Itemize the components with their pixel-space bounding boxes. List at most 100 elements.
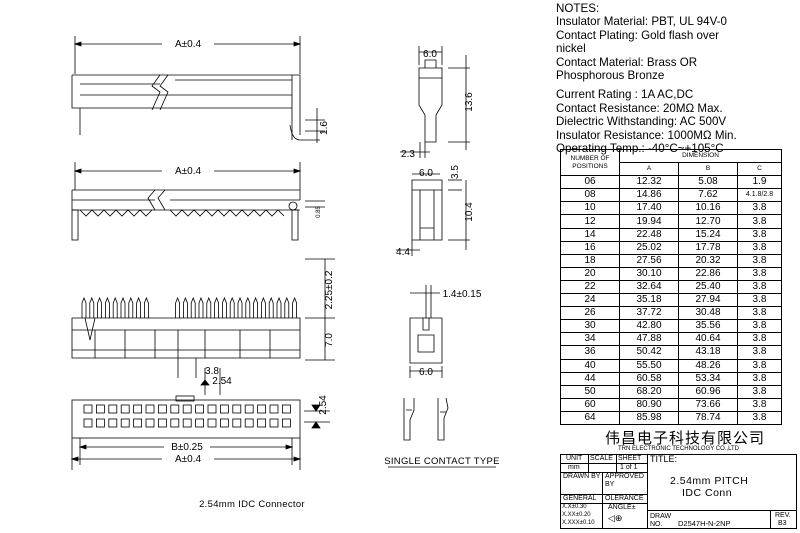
dim-2-54-h: 2.54 xyxy=(212,376,232,387)
table-cell: 44 xyxy=(560,371,620,386)
contact-hole xyxy=(108,404,118,414)
end-view-mid: 6.0 3.5 10.4 4.4 xyxy=(396,165,475,258)
notes-block: NOTES: Insulator Material: PBT, UL 94V-0… xyxy=(556,2,796,155)
dim-4-4: 4.4 xyxy=(396,247,410,258)
header-dimension: DIMENSION xyxy=(619,148,782,164)
dim-a-top: A±0.4 xyxy=(175,39,201,50)
table-cell: 3.8 xyxy=(737,397,782,412)
contact-hole xyxy=(232,418,242,428)
dim-2-25: 2.25±0.2 xyxy=(324,270,335,309)
table-cell: 3.8 xyxy=(737,214,782,229)
table-cell: 48.26 xyxy=(678,358,738,373)
pin xyxy=(144,296,149,318)
technical-drawing: A±0.4 1.6 A±0.4 0.85 2.25±0.2 7.0 xyxy=(70,36,499,510)
pin xyxy=(214,296,219,318)
table-cell: 3.8 xyxy=(737,345,782,360)
table-cell: 68.20 xyxy=(619,384,679,399)
contact-grid xyxy=(83,404,291,428)
table-cell: 60 xyxy=(560,397,620,412)
pin xyxy=(89,296,95,318)
contact-hole xyxy=(96,418,105,428)
side-view-top: A±0.4 1.6 xyxy=(71,36,330,143)
table-cell: 15.24 xyxy=(678,227,738,242)
table-cell: 80.90 xyxy=(619,397,679,412)
contact-hole xyxy=(157,418,167,428)
table-cell: 26 xyxy=(560,306,620,321)
contact-hole xyxy=(219,418,229,428)
table-cell: 20 xyxy=(560,266,620,281)
dim-6-0-c: 6.0 xyxy=(419,367,433,378)
dim-1-4: 1.4±0.15 xyxy=(443,289,482,300)
pin xyxy=(229,296,235,318)
dim-a-mid: A±0.4 xyxy=(175,166,201,177)
contact-hole xyxy=(120,418,130,428)
table-cell: 27.56 xyxy=(619,253,679,268)
unit-value: mm xyxy=(568,464,580,471)
notes-line: Dielectric Withstanding: AC 500V xyxy=(556,115,727,129)
table-cell: 3.8 xyxy=(737,266,782,281)
table-cell: 08 xyxy=(560,188,620,203)
notes-heading: NOTES: xyxy=(556,2,600,15)
header-col-c: C xyxy=(737,162,782,177)
pin xyxy=(190,296,196,318)
table-cell: 34 xyxy=(560,332,620,347)
contact-hole xyxy=(219,404,229,414)
pin xyxy=(276,296,282,318)
unit-label: UNIT xyxy=(566,455,583,462)
dim-0-85: 0.85 xyxy=(316,206,322,218)
notes-line: Insulator Material: PBT, UL 94V-0 xyxy=(556,15,727,29)
contact-hole xyxy=(257,418,267,428)
table-cell: 5.08 xyxy=(678,175,738,190)
contact-hole xyxy=(207,404,217,414)
table-cell: 35.56 xyxy=(678,319,738,334)
table-cell: 3.8 xyxy=(737,358,782,373)
contact-hole xyxy=(195,404,205,414)
table-cell: 78.74 xyxy=(678,410,738,425)
notes-line: Contact Resistance: 20MΩ Max. xyxy=(556,101,723,115)
table-cell: 18 xyxy=(560,253,620,268)
table-cell: 35.18 xyxy=(619,293,679,308)
contact-hole xyxy=(83,418,93,428)
contact-hole xyxy=(281,418,291,428)
table-cell: 24 xyxy=(560,293,620,308)
notes-line: Insulator Resistance: 1000MΩ Min. xyxy=(556,128,737,142)
single-contact-view: SINGLE CONTACT TYPE xyxy=(384,397,499,468)
contact-hole xyxy=(145,404,155,414)
table-cell: 19.94 xyxy=(619,214,679,229)
company-cn: 伟昌电子科技有限公司 xyxy=(605,429,766,447)
contact-hole xyxy=(83,404,93,414)
tol-3: X.XXX±0.10 xyxy=(562,520,595,526)
draw-no: D2547H-N-2NP xyxy=(678,519,731,528)
pin xyxy=(253,296,258,318)
table-cell: 3.8 xyxy=(737,410,782,425)
contact-hole xyxy=(108,418,118,428)
pin xyxy=(206,296,212,318)
title-line2: IDC Conn xyxy=(682,487,733,499)
table-cell: 17.78 xyxy=(678,240,738,255)
table-cell: 53.34 xyxy=(678,371,738,386)
header-positions: NUMBER OF POSITIONS xyxy=(560,148,620,177)
table-cell: 1.9 xyxy=(737,175,782,190)
pin xyxy=(237,296,243,318)
sheet-label: SHEET xyxy=(618,455,642,462)
dim-b: B±0.25 xyxy=(171,442,203,453)
table-cell: 12.70 xyxy=(678,214,738,229)
approved-by: APPROVED BY xyxy=(605,473,644,488)
dim-a-bottom: A±0.4 xyxy=(175,454,201,465)
table-cell: 85.98 xyxy=(619,410,679,425)
table-cell: 30.10 xyxy=(619,266,679,281)
dim-2-3: 2.3 xyxy=(401,149,415,160)
table-cell: 22.48 xyxy=(619,227,679,242)
table-cell: 50.42 xyxy=(619,345,679,360)
dim-6-0-a: 6.0 xyxy=(423,49,437,60)
dim-2-54-v: 2.54 xyxy=(318,395,329,415)
table-cell: 3.8 xyxy=(737,371,782,386)
notes-line: Contact Material: Brass OR xyxy=(556,55,698,69)
contact-hole xyxy=(244,418,254,428)
